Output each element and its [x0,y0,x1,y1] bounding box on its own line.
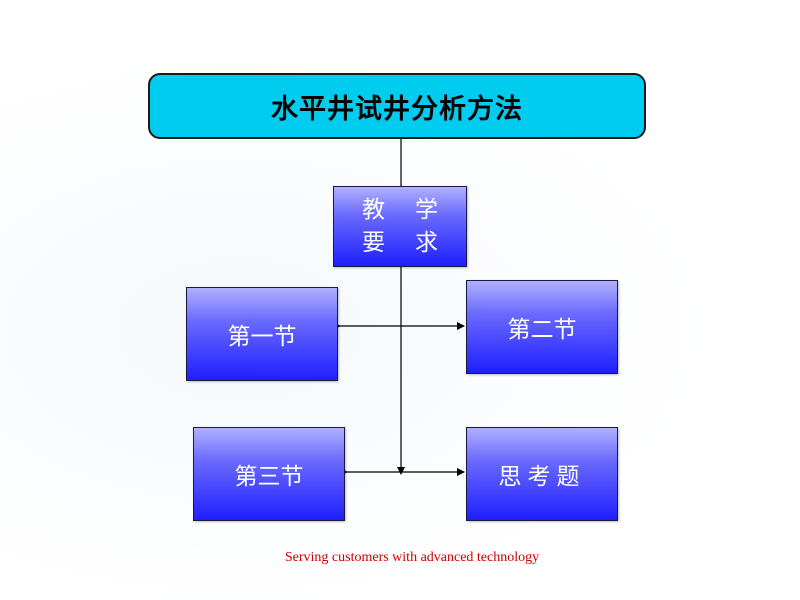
section-1-node: 第一节 [186,287,338,381]
title-box: 水平井试井分析方法 [148,73,646,139]
section-3-node: 第三节 [193,427,345,521]
section-2-label: 第二节 [507,317,577,343]
diagram-title: 水平井试井分析方法 [271,93,523,125]
requirements-node: 教学 要求 [333,186,467,267]
section-3-label: 第三节 [234,464,304,490]
questions-label: 思考题 [498,464,586,490]
section-1-label: 第一节 [227,324,297,350]
requirements-line-1: 教学 [362,196,468,223]
footer-slogan: Serving customers with advanced technolo… [284,550,540,565]
requirements-line-2: 要求 [362,229,468,256]
section-2-node: 第二节 [466,280,618,374]
questions-node: 思考题 [466,427,618,521]
